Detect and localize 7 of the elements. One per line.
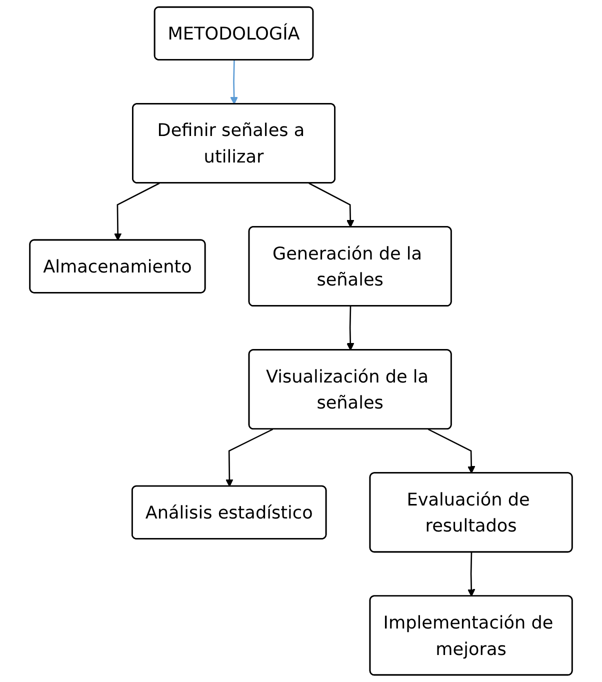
arrow [308, 182, 354, 228]
arrow [226, 428, 274, 487]
arrow [114, 182, 160, 241]
arrow [230, 60, 238, 104]
arrow [428, 428, 476, 474]
arrow [346, 306, 354, 351]
arrow [467, 552, 476, 597]
